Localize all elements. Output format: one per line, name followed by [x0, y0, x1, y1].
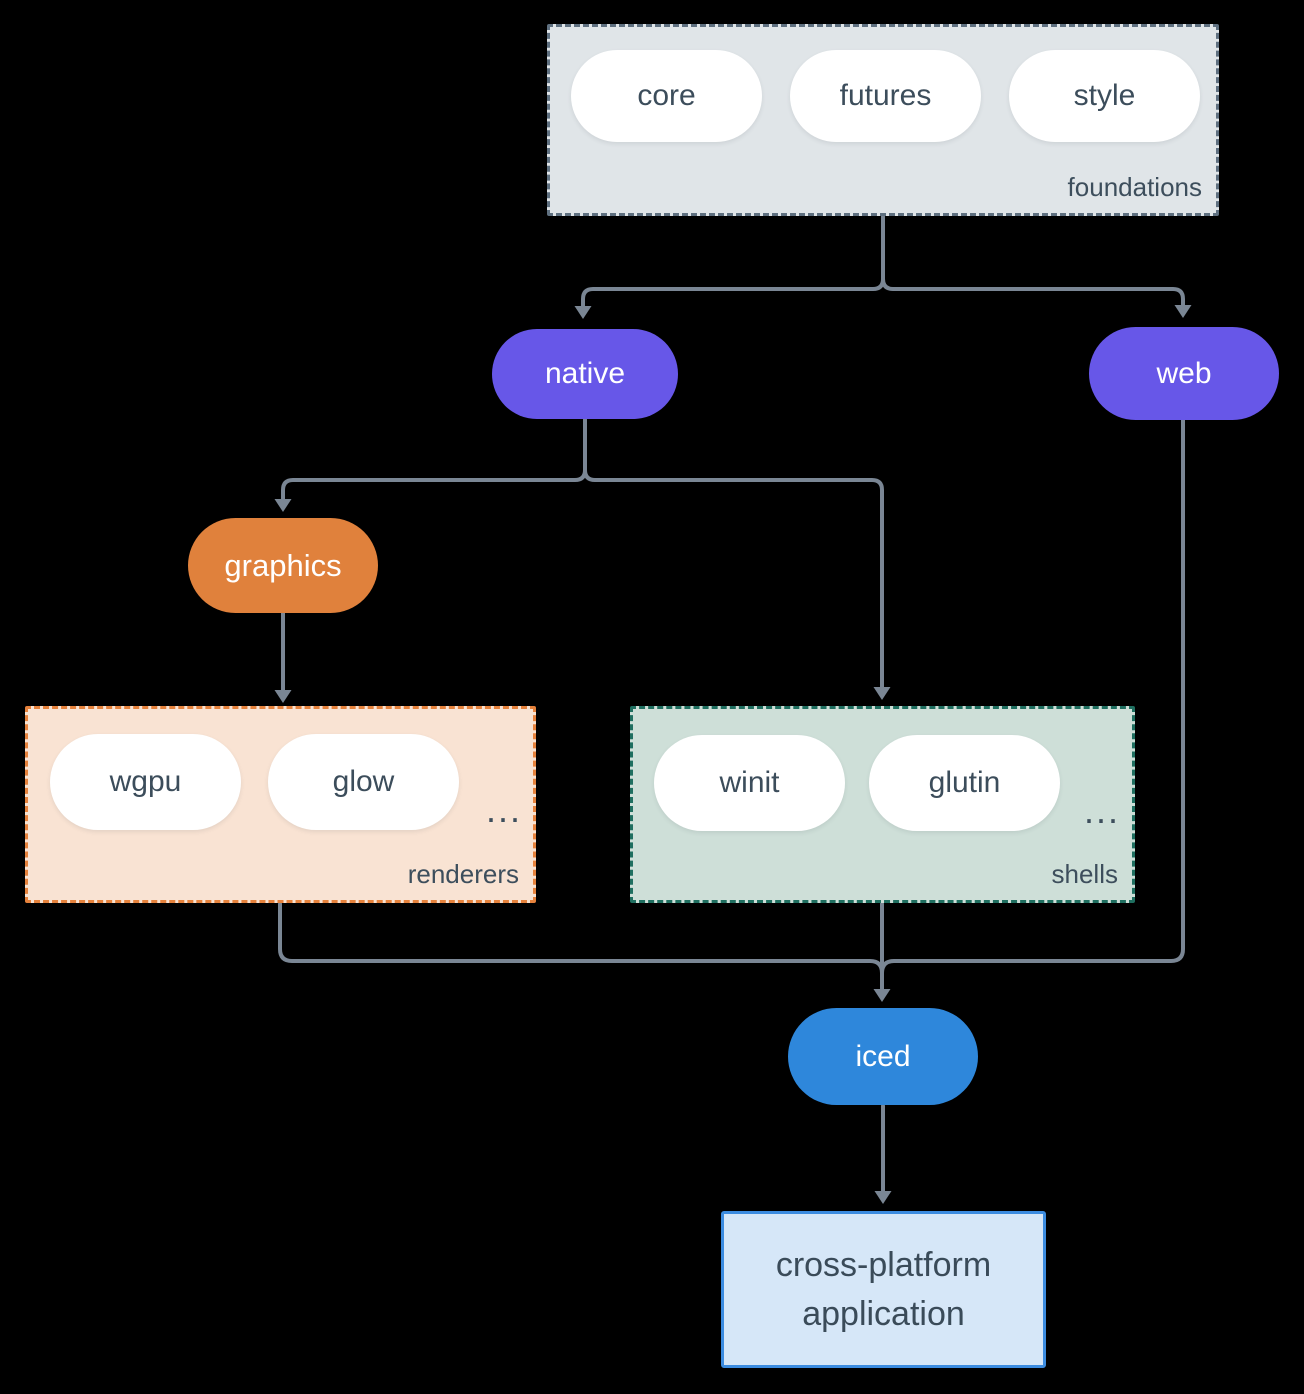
node-core: core — [571, 50, 762, 142]
edge-native-shells — [583, 418, 884, 689]
arrowhead-application — [874, 1191, 892, 1204]
renderers-ellipsis: ... — [486, 789, 523, 830]
shells-group: winit glutin ... shells — [630, 706, 1135, 903]
application-line-1: cross-platform — [775, 1246, 992, 1285]
arrowhead-iced — [873, 989, 891, 1002]
node-native: native — [492, 329, 678, 419]
application-line-2: application — [802, 1294, 965, 1333]
shells-ellipsis: ... — [1084, 789, 1121, 831]
node-winit: winit — [654, 735, 845, 831]
edge-native-graphics — [281, 418, 587, 502]
foundations-group: core futures style foundations — [547, 24, 1219, 216]
arrowhead-web — [1174, 305, 1192, 318]
node-futures: futures — [790, 50, 981, 142]
node-style: style — [1009, 50, 1200, 142]
arrowhead-native — [574, 306, 592, 319]
shells-label: shells — [1051, 859, 1118, 889]
node-glutin: glutin — [869, 735, 1060, 831]
edge-foundations-web — [881, 215, 1185, 307]
node-wgpu: wgpu — [50, 734, 241, 830]
node-iced: iced — [788, 1008, 978, 1105]
arrowhead-graphics — [274, 499, 292, 512]
arrowhead-shells — [873, 687, 891, 700]
edge-foundations-native — [581, 215, 885, 308]
arrowhead-renderers — [274, 690, 292, 703]
application-box: cross-platform application — [721, 1211, 1046, 1368]
renderers-group: wgpu glow ... renderers — [25, 706, 536, 903]
node-web: web — [1089, 327, 1279, 420]
renderers-label: renderers — [407, 859, 519, 889]
foundations-label: foundations — [1067, 172, 1202, 202]
node-glow: glow — [268, 734, 459, 830]
node-graphics: graphics — [188, 518, 378, 613]
edge-renderers-iced — [278, 902, 884, 990]
